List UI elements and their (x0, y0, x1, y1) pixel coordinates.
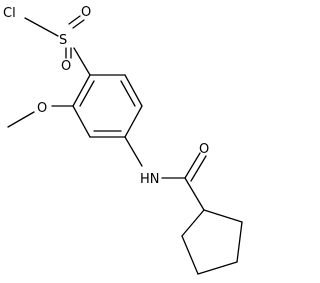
cyclopentane-bond-3 (197, 261, 238, 275)
bond-c-o-double (190, 155, 207, 182)
cyclopentane-bond-1 (203, 209, 243, 223)
atom-nh: HN (140, 172, 160, 187)
ring-bond-6-inner (79, 80, 95, 107)
atom-o-carbonyl: O (199, 142, 209, 157)
cyclopentane-bond-5 (181, 209, 205, 237)
bond-c-o (184, 152, 201, 179)
atom-o-right: O (61, 59, 71, 74)
bond-s-o-top-2 (68, 15, 81, 25)
cyclopentane-bond-2 (236, 221, 243, 263)
bond-o-methyl (7, 111, 35, 128)
ring-bond-2-inner (120, 80, 136, 107)
bond-s-o-top (72, 19, 85, 29)
bond-cl-s (24, 17, 59, 37)
cyclopentane-bond-4 (181, 235, 199, 275)
ring-bond-3 (124, 105, 143, 138)
atom-cl: Cl (3, 6, 16, 21)
bond-c-cyclopentyl (184, 177, 205, 211)
ring-bond-2 (124, 74, 143, 107)
atom-o-methoxy: O (37, 101, 47, 116)
bond-ring-n (124, 136, 143, 167)
bond-s-ring (73, 47, 91, 76)
atom-s: S (59, 33, 67, 48)
atom-o-top: O (81, 5, 91, 20)
ring-bond-5 (72, 105, 91, 138)
structure-diagram: Cl S O O O HN O (3, 5, 243, 275)
ring-bond-6 (72, 74, 91, 107)
